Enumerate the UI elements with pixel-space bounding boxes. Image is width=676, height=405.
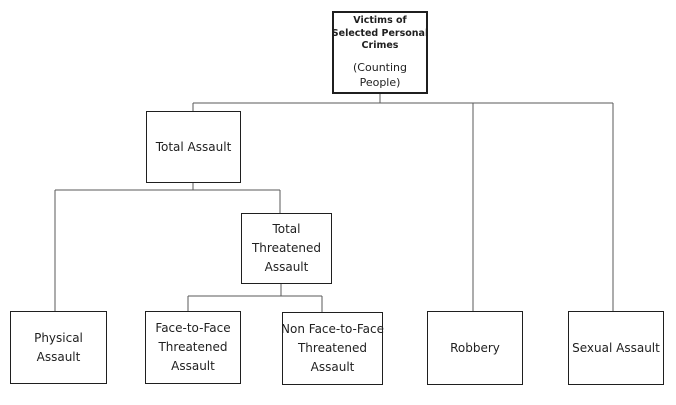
node-non-face-to-face-threatened-assault: Non Face-to-Face Threatened Assault (281, 312, 384, 385)
root-node-title: Victims of Selected Personal Crimes (331, 15, 429, 52)
node-robbery: Robbery (427, 311, 523, 385)
node-label: Robbery (450, 340, 500, 355)
root-node-subtitle: (Counting People) (353, 60, 407, 89)
node-total-threatened-assault: Total Threatened Assault (241, 213, 332, 284)
node-label: Face-to-Face Threatened Assault (155, 321, 231, 373)
node-label: Total Threatened Assault (251, 222, 322, 274)
node-sexual-assault: Sexual Assault (568, 311, 664, 385)
node-label: Physical Assault (34, 330, 83, 364)
node-face-to-face-threatened-assault: Face-to-Face Threatened Assault (145, 311, 241, 384)
node-label: Sexual Assault (572, 340, 660, 355)
node-label: Non Face-to-Face Threatened Assault (281, 322, 384, 374)
node-physical-assault: Physical Assault (10, 311, 107, 384)
node-label: Total Assault (155, 139, 232, 154)
node-victims-of-selected-personal-crimes: Victims of Selected Personal Crimes (Cou… (332, 11, 428, 94)
node-total-assault: Total Assault (146, 111, 241, 183)
